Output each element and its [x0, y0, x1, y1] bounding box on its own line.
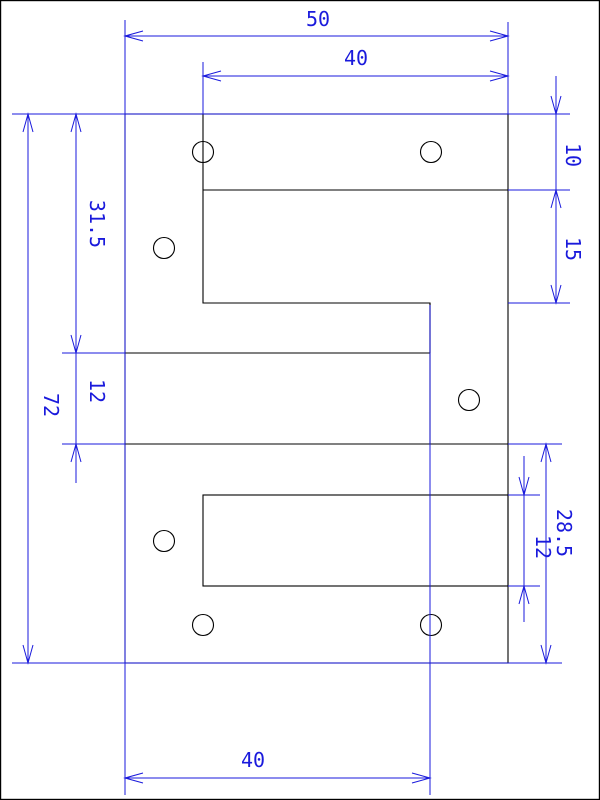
- outer-profile: [124, 113, 509, 664]
- dim-label-bottom-width: 40: [241, 748, 265, 772]
- dim-middle-bar-height: 12: [70, 353, 109, 483]
- dim-lower-section-height: 28.5: [540, 442, 576, 665]
- lower-opening: [202, 494, 509, 587]
- dimensions: 50 40 40 72 31.5: [12, 7, 585, 795]
- dim-label-overall-height: 72: [39, 393, 63, 417]
- dim-overall-height: 72: [22, 112, 63, 665]
- hole: [419, 140, 443, 164]
- dim-label-top-opening-width: 40: [344, 46, 368, 70]
- hole: [152, 236, 176, 260]
- dim-top-opening-width: 40: [201, 46, 510, 82]
- dim-label-upper-section-height: 31.5: [85, 200, 109, 248]
- dim-label-upper-opening-height: 15: [561, 237, 585, 261]
- dim-upper-opening-height: 15: [550, 188, 585, 305]
- holes: [152, 140, 481, 637]
- hole: [457, 388, 481, 412]
- hole: [191, 613, 215, 637]
- hole: [152, 529, 176, 553]
- dim-label-overall-width: 50: [306, 7, 330, 31]
- dim-label-lower-opening-height: 12: [531, 535, 555, 559]
- dim-label-lower-section-height: 28.5: [552, 509, 576, 557]
- dim-upper-section-height: 31.5: [70, 112, 109, 355]
- dim-lower-opening-height: 12: [518, 456, 555, 622]
- dim-top-band: 10: [550, 76, 585, 190]
- dim-label-middle-bar-height: 12: [85, 379, 109, 403]
- hole: [191, 140, 215, 164]
- hole: [419, 613, 443, 637]
- dim-label-top-band: 10: [561, 143, 585, 167]
- dim-overall-width: 50: [123, 7, 510, 42]
- dim-bottom-width: 40: [123, 748, 432, 784]
- part-outline: [124, 113, 509, 664]
- upper-opening: [202, 114, 431, 353]
